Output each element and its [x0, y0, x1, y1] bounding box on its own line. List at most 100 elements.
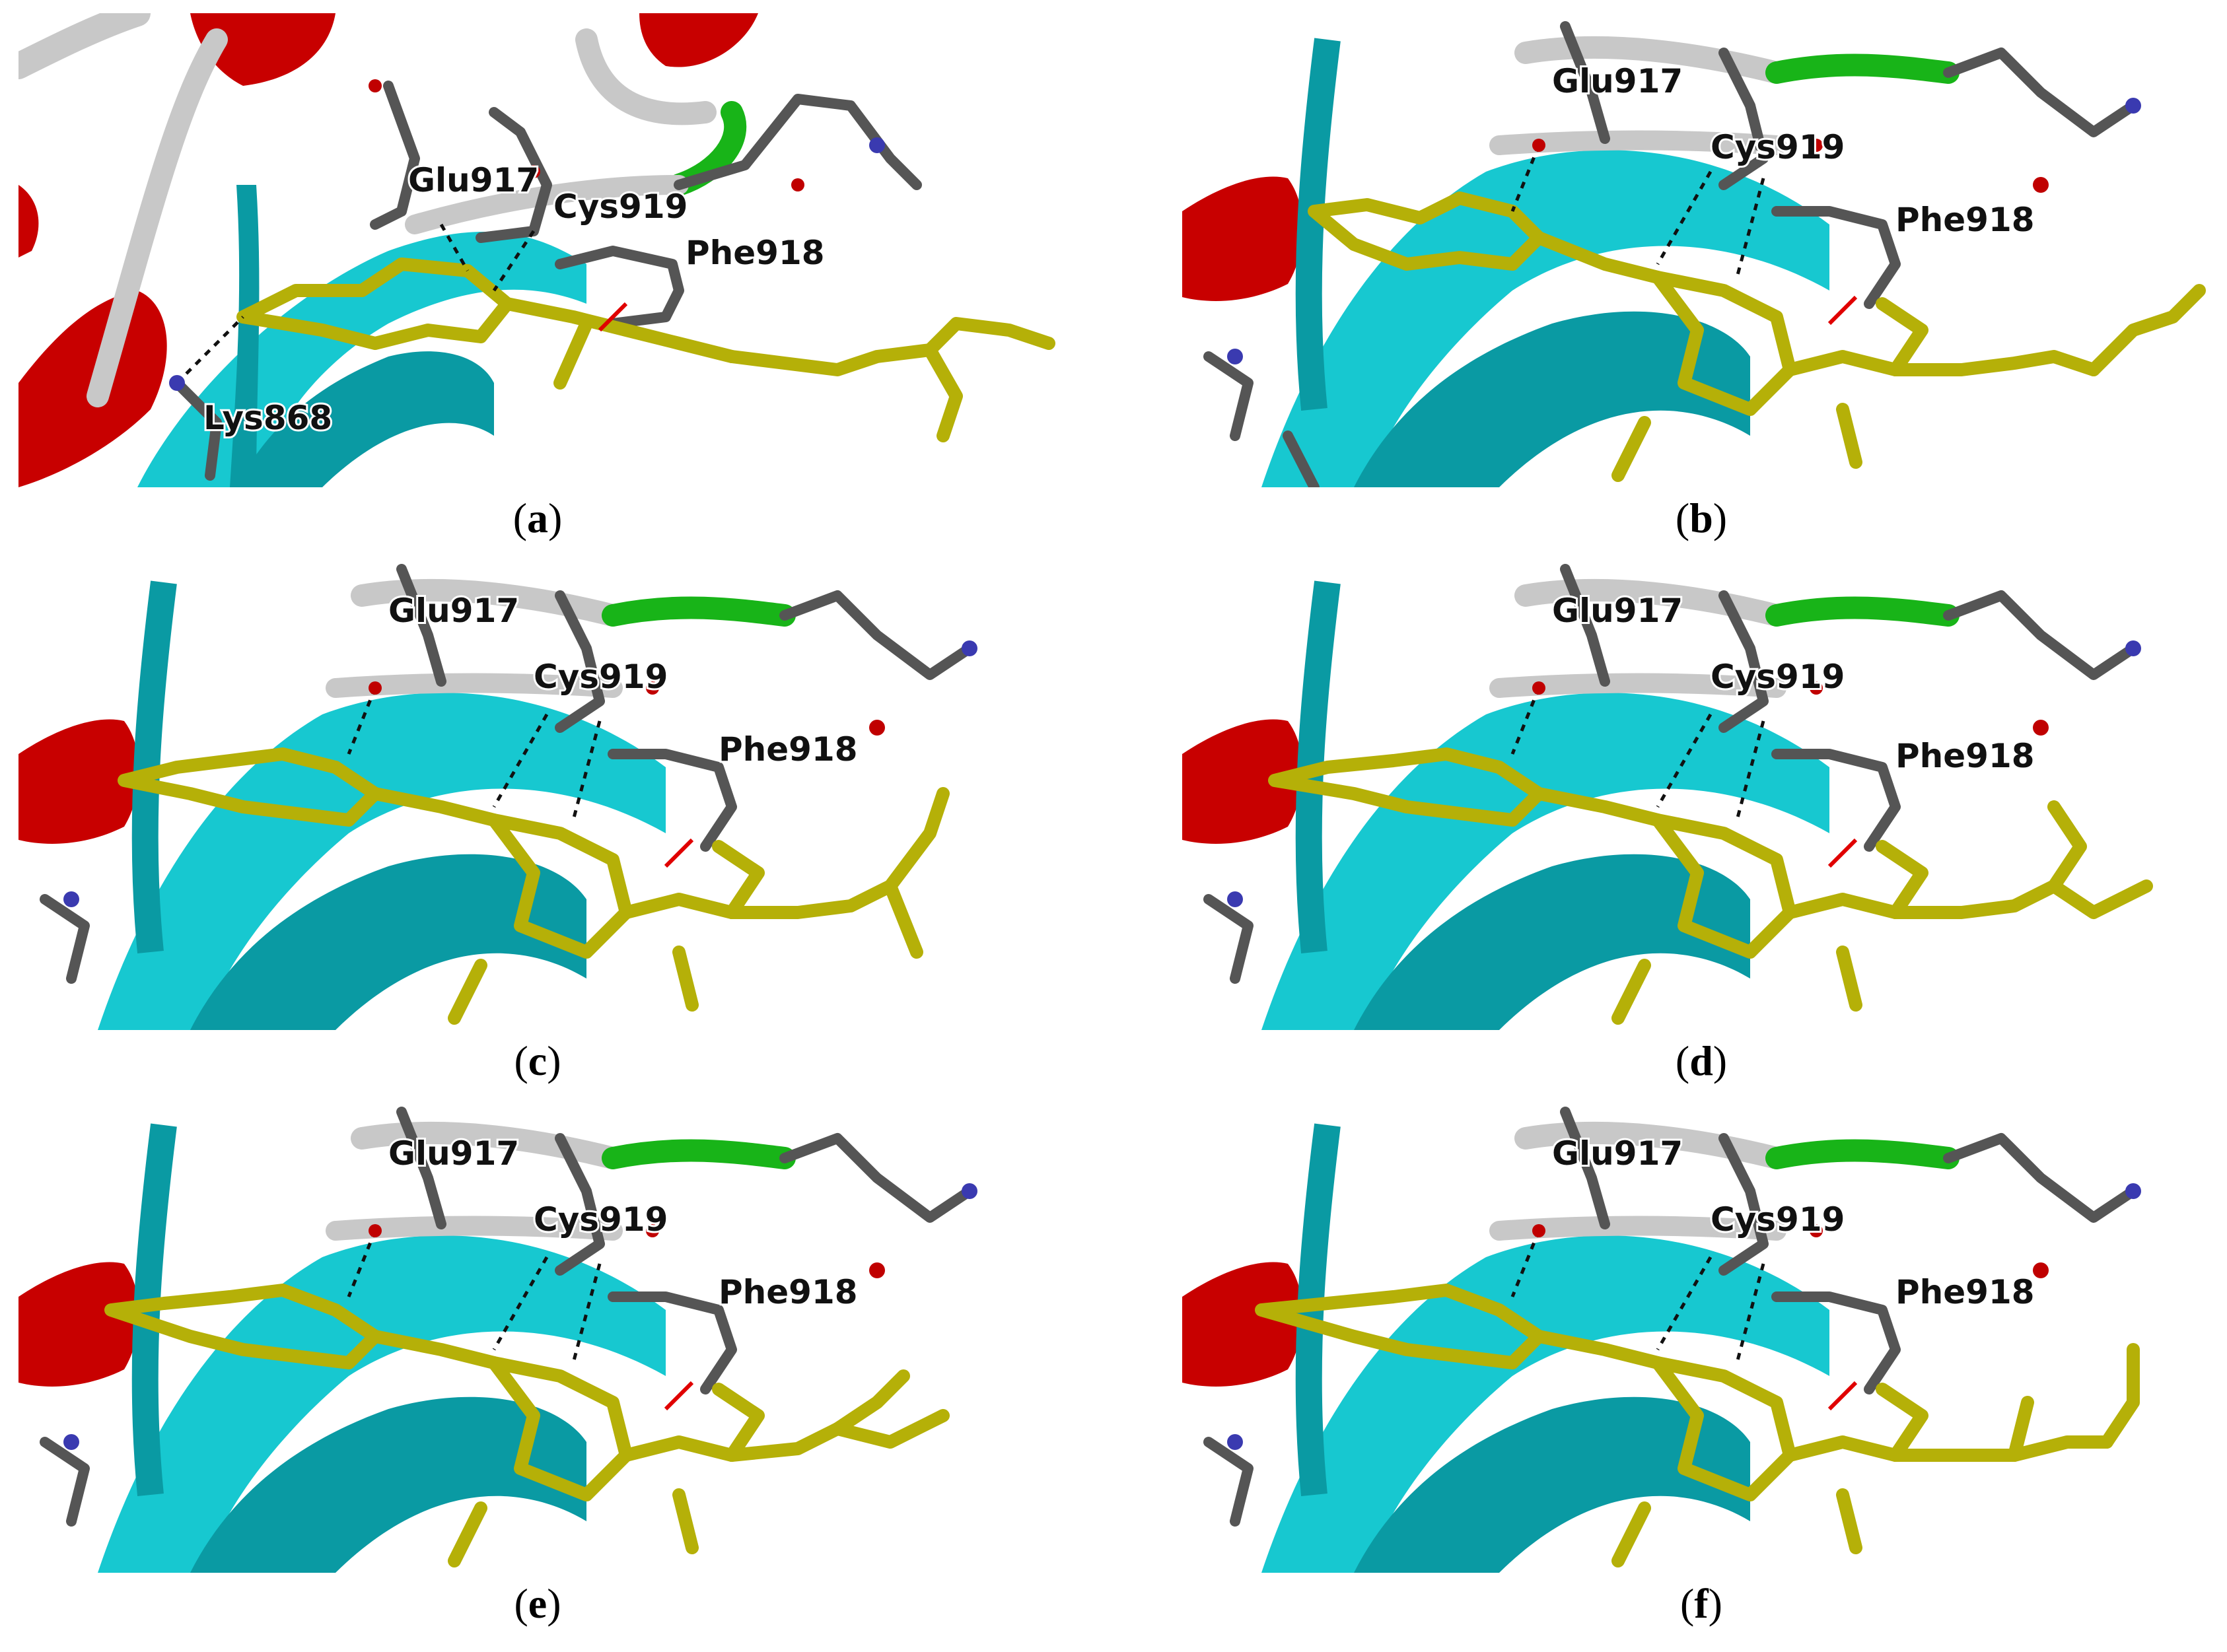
ligand	[1255, 1284, 2140, 1567]
hbond-lines	[1510, 1230, 1765, 1363]
oxygen-atom	[646, 681, 659, 695]
coil-left	[87, 28, 228, 407]
beta-sheet-ribbon-shade	[190, 854, 586, 1030]
helix-left	[1182, 719, 1303, 844]
helix-top	[190, 13, 336, 86]
panel-e: Glu917 Cys919 Phe918	[18, 1099, 1057, 1573]
nitrogen-atom	[869, 137, 885, 153]
nitrogen-atom	[1227, 891, 1243, 907]
pi-interaction-icon	[1827, 1381, 1858, 1411]
oxygen-atom	[369, 79, 382, 92]
caption-b: (b)	[1675, 495, 1728, 541]
coil-green	[602, 1139, 796, 1169]
coil-mid	[405, 175, 689, 234]
oxygen-atom	[1532, 681, 1545, 695]
residue-label-glu917: Glu917	[388, 1134, 519, 1173]
residue-label-phe918: Phe918	[1895, 201, 2035, 239]
panel-b: Glu917 Cys919 Phe918	[1182, 13, 2220, 487]
hbond-lines	[347, 1230, 602, 1363]
oxygen-atom	[869, 1262, 885, 1278]
residue-sticks	[40, 564, 975, 984]
coil-top	[1514, 36, 1788, 84]
beta-sheet-ribbon	[1261, 150, 1829, 487]
molecular-scene-d: Glu917 Cys919 Phe918	[1182, 564, 2153, 1030]
beta-sheet-ribbon-shade	[1354, 854, 1750, 1030]
hbond-lines	[1510, 145, 1765, 278]
beta-strand	[230, 185, 260, 487]
nitrogen-atom	[63, 891, 79, 907]
ligand	[1268, 747, 2153, 1025]
molecular-scene-b: Glu917 Cys919 Phe918	[1182, 21, 2206, 487]
pi-interaction-icon	[1827, 295, 1858, 326]
molecular-scene-e: Glu917 Cys919 Phe918	[18, 1107, 977, 1573]
caption-f: (f)	[1680, 1580, 1722, 1627]
ligand	[236, 258, 1055, 442]
residue-sticks	[1203, 1107, 2139, 1527]
residue-label-phe918: Phe918	[686, 234, 825, 272]
residue-label-cys919: Cys919	[1711, 128, 1845, 166]
coil-top	[575, 28, 717, 125]
beta-strand	[1295, 580, 1341, 953]
oxygen-atom	[369, 681, 382, 695]
nitrogen-atom	[962, 1183, 977, 1199]
beta-sheet-ribbon-shade	[1354, 311, 1750, 487]
residue-label-cys919: Cys919	[534, 1200, 668, 1239]
coil-green	[602, 596, 796, 627]
panel-a: Glu917 Cys919 Phe918 Lys868	[18, 13, 1057, 487]
residue-label-lys868: Lys868	[203, 399, 332, 437]
residue-label-cys919: Cys919	[553, 188, 688, 226]
caption-a: (a)	[513, 495, 563, 541]
beta-sheet-ribbon	[1261, 1235, 1829, 1573]
hbond-lines	[347, 687, 602, 821]
molecular-scene-a: Glu917 Cys919 Phe918 Lys868	[18, 13, 1055, 487]
residue-label-phe918: Phe918	[1895, 1273, 2035, 1311]
helix-top-right	[639, 13, 758, 67]
oxygen-atom	[791, 178, 804, 191]
nitrogen-atom	[2125, 640, 2141, 656]
beta-sheet-ribbon-shade	[190, 1396, 586, 1573]
residue-label-phe918: Phe918	[719, 730, 858, 769]
oxygen-atom	[2033, 177, 2049, 193]
pi-interaction-icon	[598, 302, 628, 332]
beta-sheet-ribbon	[98, 693, 666, 1030]
coil-green	[1765, 53, 1960, 84]
residue-label-glu917: Glu917	[1552, 1134, 1683, 1173]
nitrogen-atom	[1227, 349, 1243, 364]
nitrogen-atom	[2125, 98, 2141, 114]
nitrogen-atom	[1227, 1434, 1243, 1450]
pi-interaction-icon	[664, 1381, 694, 1411]
pi-interaction-icon	[1827, 838, 1858, 868]
residue-sticks	[1203, 21, 2139, 487]
residue-label-cys919: Cys919	[534, 658, 668, 696]
panel-d: Glu917 Cys919 Phe918	[1182, 556, 2220, 1030]
residue-label-glu917: Glu917	[1552, 62, 1683, 100]
residue-sticks	[172, 81, 922, 481]
beta-sheet-ribbon	[1261, 693, 1829, 1030]
residue-label-phe918: Phe918	[1895, 737, 2035, 775]
ligand	[1308, 191, 2206, 482]
pi-interaction-icon	[664, 838, 694, 868]
beta-sheet-ribbon-shade	[1354, 1396, 1750, 1573]
panel-f: Glu917 Cys919 Phe918	[1182, 1099, 2220, 1573]
oxygen-atom	[1810, 681, 1823, 695]
oxygen-atom	[869, 720, 885, 736]
caption-c: (c)	[514, 1037, 561, 1084]
coil-green	[1765, 1139, 1960, 1169]
oxygen-atom	[646, 1224, 659, 1237]
residue-sticks	[40, 1107, 975, 1527]
oxygen-atom	[1532, 139, 1545, 152]
beta-sheet-ribbon	[98, 1235, 666, 1573]
nitrogen-atom	[2125, 1183, 2141, 1199]
residue-label-cys919: Cys919	[1711, 1200, 1845, 1239]
helix-left-small	[18, 185, 39, 258]
beta-strand	[131, 580, 177, 953]
helix-left	[1182, 176, 1303, 301]
coil-top	[351, 1121, 624, 1169]
nitrogen-atom	[63, 1434, 79, 1450]
residue-label-glu917: Glu917	[388, 592, 519, 630]
nitrogen-atom	[169, 375, 185, 391]
ligand	[118, 747, 950, 1025]
oxygen-atom	[1810, 1224, 1823, 1237]
coil-top-left	[18, 13, 151, 79]
beta-sheet-ribbon-shade	[236, 351, 494, 487]
